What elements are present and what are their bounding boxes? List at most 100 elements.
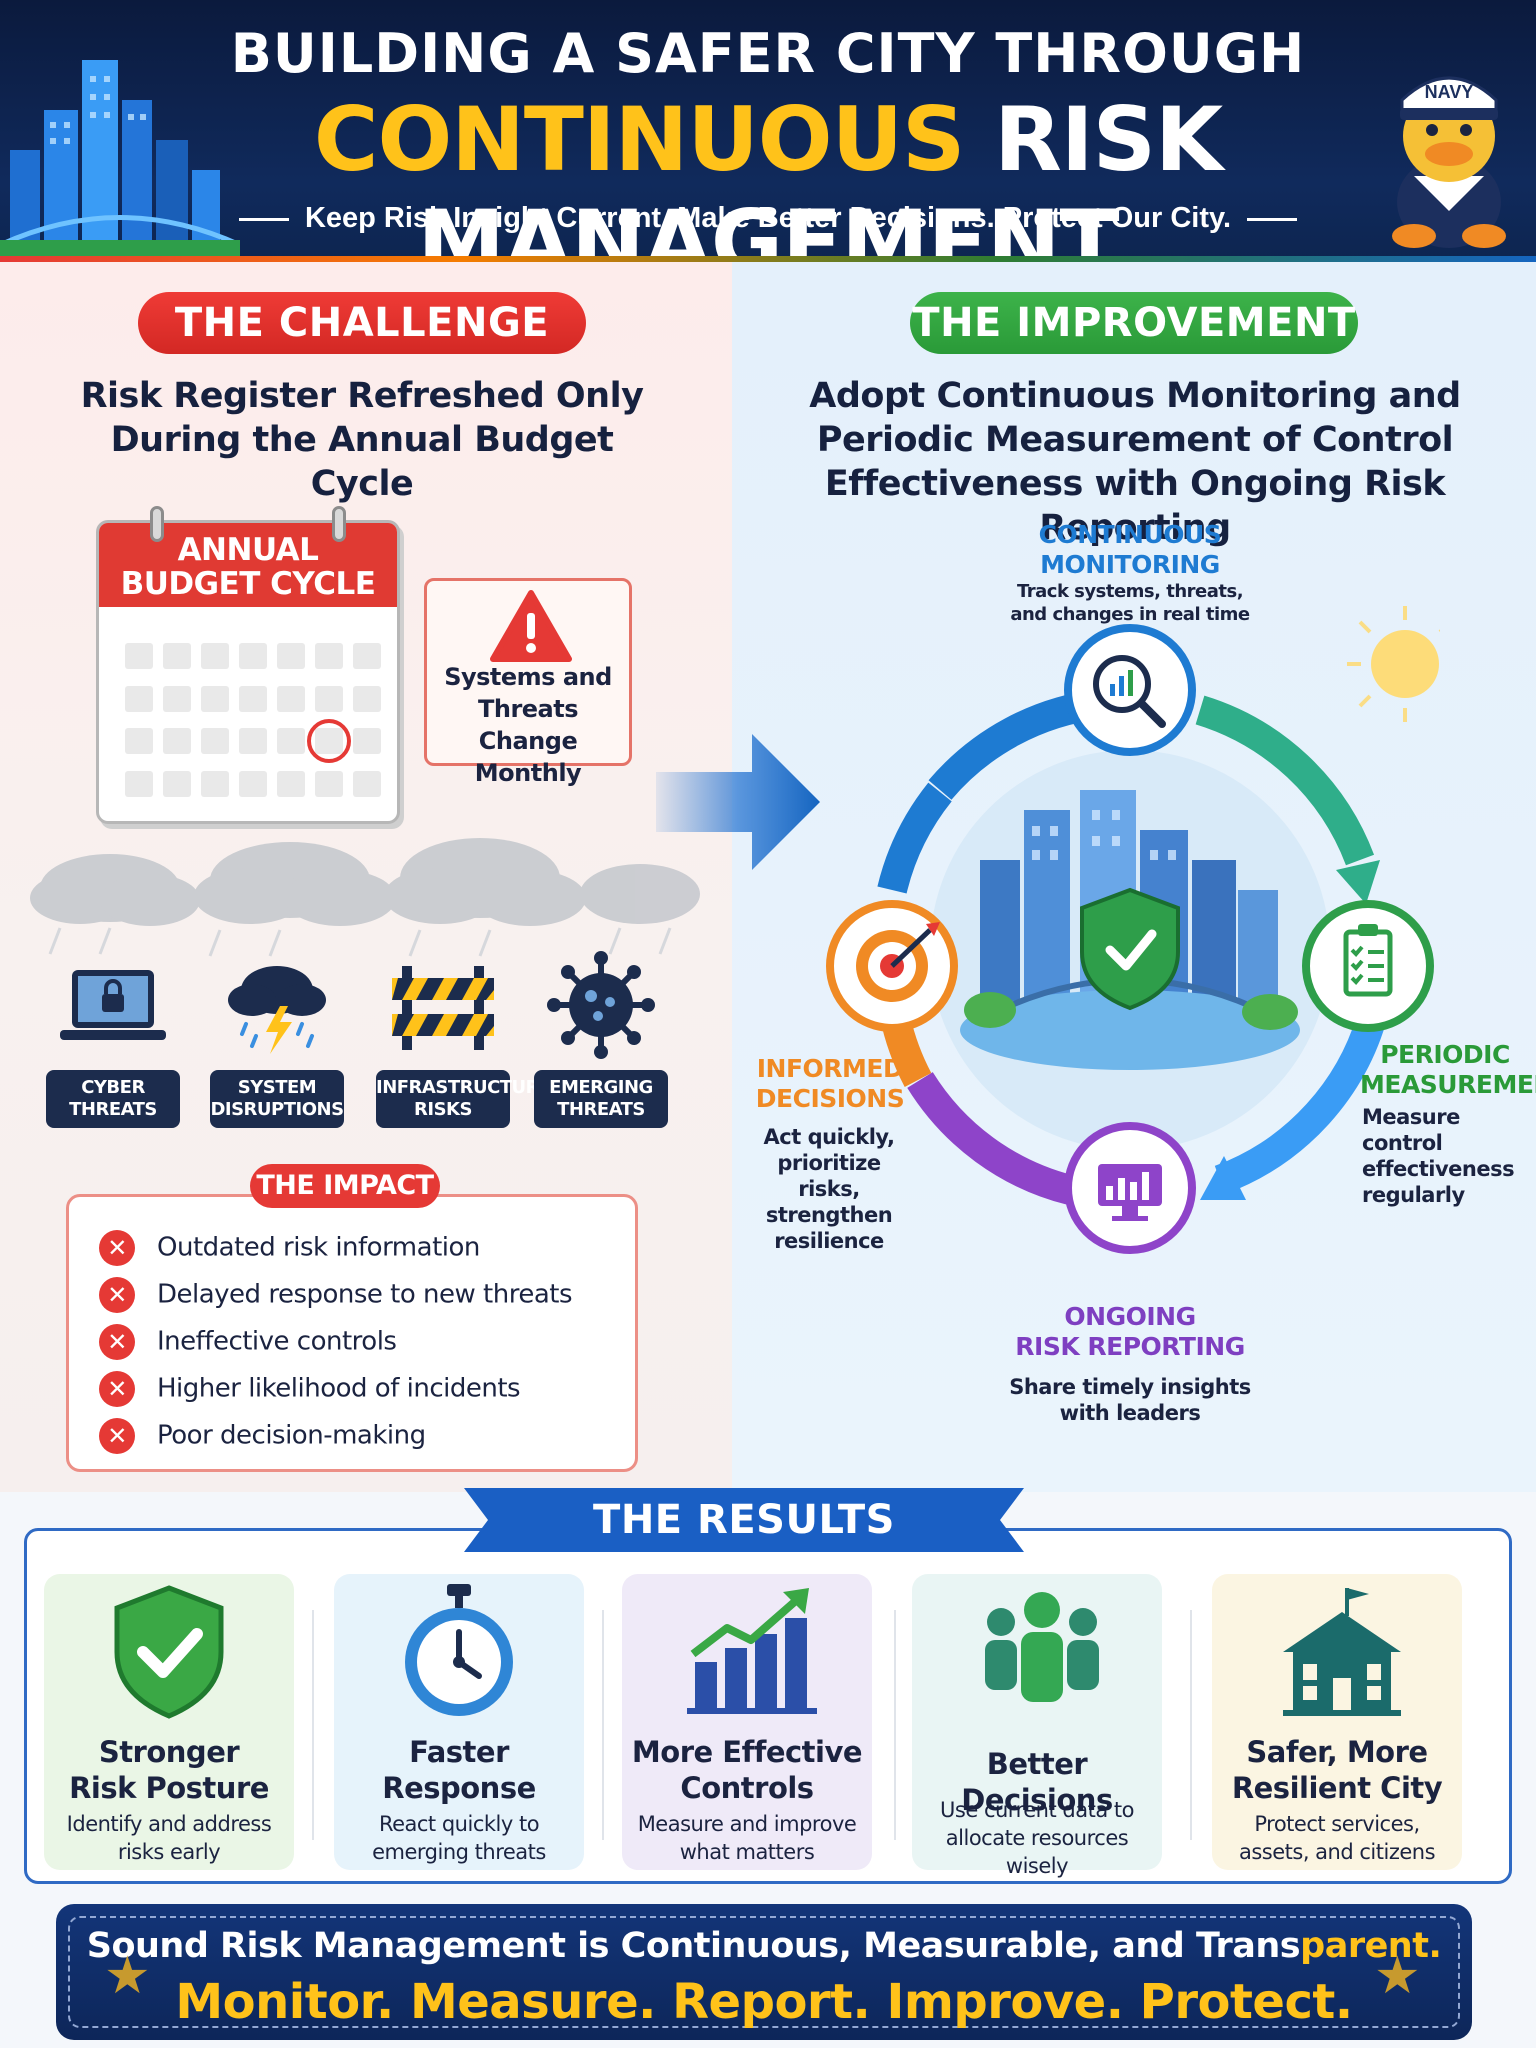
result-title-line1: Faster: [409, 1735, 509, 1769]
result-desc-line2: what matters: [679, 1840, 815, 1864]
challenge-subtitle: Risk Register Refreshed Only During the …: [60, 374, 664, 506]
impact-item: ✕Outdated risk information: [99, 1227, 480, 1267]
reporting-node-icon: [1064, 1122, 1196, 1254]
threat-emerging-line1: EMERGING: [549, 1077, 653, 1098]
result-desc-line1: Identify and address: [66, 1812, 272, 1836]
footer-statement: Sound Risk Management is Continuous, Mea…: [56, 1926, 1472, 1966]
decisions-desc: Act quickly, prioritize risks, strengthe…: [744, 1124, 914, 1254]
threat-cyber-line1: CYBER: [81, 1077, 145, 1098]
impact-item-text: Ineffective controls: [157, 1326, 397, 1357]
city-center-illustration: [930, 750, 1330, 1150]
main-title: CONTINUOUS RISK MANAGEMENT: [0, 88, 1536, 262]
results-banner-ribbon: [464, 1488, 1024, 1552]
footer-statement-accent: parent.: [1300, 1926, 1442, 1966]
footer-statement-main: Sound Risk Management is Continuous, Mea…: [86, 1926, 1301, 1966]
threat-infrastructure-label: INFRASTRUCTURE RISKS: [376, 1070, 551, 1128]
impact-item: ✕ Ineffective controls: [99, 1321, 397, 1361]
tagline-dash-right: [1247, 217, 1298, 221]
reporting-title: ONGOING RISK REPORTING: [1000, 1302, 1260, 1362]
header-banner: BUILDING A SAFER CITY THROUGH CONTINUOUS…: [0, 0, 1536, 262]
result-desc-line1: Protect services,: [1254, 1812, 1420, 1836]
impact-item-text: Delayed response to new threats: [157, 1279, 573, 1310]
impact-item-text: Outdated risk information: [157, 1232, 480, 1263]
result-desc-line2: emerging threats: [372, 1840, 546, 1864]
tagline: Keep Risk Insight Current. Make Better D…: [0, 202, 1536, 235]
challenge-subtitle-line2: During the Annual Budget Cycle: [110, 420, 614, 504]
impact-item-text: Poor decision-making: [157, 1420, 426, 1451]
threat-infrastructure-line2: RISKS: [414, 1099, 472, 1120]
footer-motto: Monitor. Measure. Report. Improve. Prote…: [175, 1974, 1353, 2030]
header-color-strip: [0, 256, 1536, 262]
monitoring-desc-line1: Track systems, threats,: [1016, 581, 1244, 602]
threat-system-line1: SYSTEM: [237, 1077, 317, 1098]
result-title-line1: Safer, More: [1246, 1735, 1428, 1769]
navy-duck-mascot-icon: NAVY: [1392, 76, 1506, 248]
decisions-node-icon: [826, 900, 958, 1032]
result-desc-line2: risks early: [117, 1840, 221, 1864]
result-desc-line2: allocate resources wisely: [945, 1826, 1129, 1878]
monitoring-title-line1: CONTINUOUS: [1038, 520, 1222, 549]
impact-item: ✕Higher likelihood of incidents: [99, 1368, 521, 1408]
star-icon: ★: [104, 1947, 151, 2005]
impact-item: ✕Delayed response to new threats: [99, 1274, 573, 1314]
monitoring-title: CONTINUOUS MONITORING: [1000, 520, 1260, 580]
barrier-icon: [392, 966, 494, 1050]
decisions-desc-line2: prioritize risks,: [777, 1151, 881, 1201]
reporting-title-line1: ONGOING: [1064, 1302, 1196, 1331]
threat-cyber-line2: THREATS: [69, 1099, 157, 1120]
city-hall-icon: [1283, 1588, 1401, 1716]
threat-emerging-label: EMERGING THREATS: [534, 1070, 668, 1128]
threat-emerging-line2: THREATS: [557, 1099, 645, 1120]
reporting-desc: Share timely insights with leaders: [990, 1374, 1270, 1426]
monitoring-desc: Track systems, threats, and changes in r…: [980, 580, 1280, 626]
x-circle-icon: ✕: [99, 1323, 135, 1360]
warning-line2: Threats Change: [477, 695, 579, 755]
result-title: Better Decisions: [912, 1746, 1162, 1818]
measurement-title-line2: MEASUREMENT: [1360, 1070, 1536, 1099]
results-title: THE RESULTS: [593, 1497, 895, 1543]
impact-item: ✕Poor decision-making: [99, 1415, 426, 1455]
calendar-grid: [125, 643, 381, 803]
calendar-label-line1: ANNUAL: [177, 532, 319, 568]
annual-budget-calendar-icon: ANNUAL BUDGET CYCLE: [96, 506, 400, 824]
warning-box: Systems and Threats Change Monthly: [424, 578, 632, 787]
decisions-title-line2: DECISIONS: [755, 1084, 905, 1113]
footer-banner: Sound Risk Management is Continuous, Mea…: [56, 1904, 1472, 2040]
threat-system-line2: DISRUPTIONS: [210, 1099, 344, 1120]
result-title-line1: Better Decisions: [961, 1747, 1113, 1817]
improvement-subtitle-line2: Periodic Measurement of Control: [816, 420, 1454, 460]
calendar-ring-right: [332, 506, 346, 542]
reporting-desc-line1: Share timely insights: [1009, 1375, 1251, 1399]
transition-arrow-icon: [656, 734, 820, 870]
decisions-desc-line4: resilience: [774, 1229, 884, 1253]
virus-icon: [547, 951, 655, 1059]
decisions-desc-line3: strengthen: [765, 1203, 893, 1227]
result-title-line1: Stronger: [98, 1735, 240, 1769]
monitoring-node-icon: [1064, 624, 1196, 756]
title-line1: BUILDING A SAFER CITY THROUGH: [230, 22, 1306, 85]
result-title-line2: Risk Posture: [69, 1771, 269, 1805]
measurement-title: PERIODIC MEASUREMENT: [1360, 1040, 1536, 1100]
stopwatch-icon: [405, 1584, 513, 1716]
result-title-line2: Controls: [680, 1771, 814, 1805]
result-desc: Protect services,assets, and citizens: [1212, 1810, 1462, 1866]
laptop-lock-icon: [60, 970, 166, 1040]
tagline-dash-left: [238, 217, 289, 221]
improvement-subtitle-line3: Effectiveness with Ongoing Risk Reportin…: [824, 464, 1446, 548]
sun-icon: [1347, 606, 1440, 722]
team-people-icon: [985, 1592, 1099, 1702]
measurement-desc-line3: regularly: [1362, 1183, 1465, 1207]
reporting-title-line2: RISK REPORTING: [1015, 1332, 1245, 1361]
measurement-desc-line1: Measure control: [1362, 1105, 1460, 1155]
calendar-circled-day: [307, 719, 351, 763]
mascot-cap-text: NAVY: [1425, 82, 1474, 102]
improvement-subtitle: Adopt Continuous Monitoring and Periodic…: [800, 374, 1470, 550]
